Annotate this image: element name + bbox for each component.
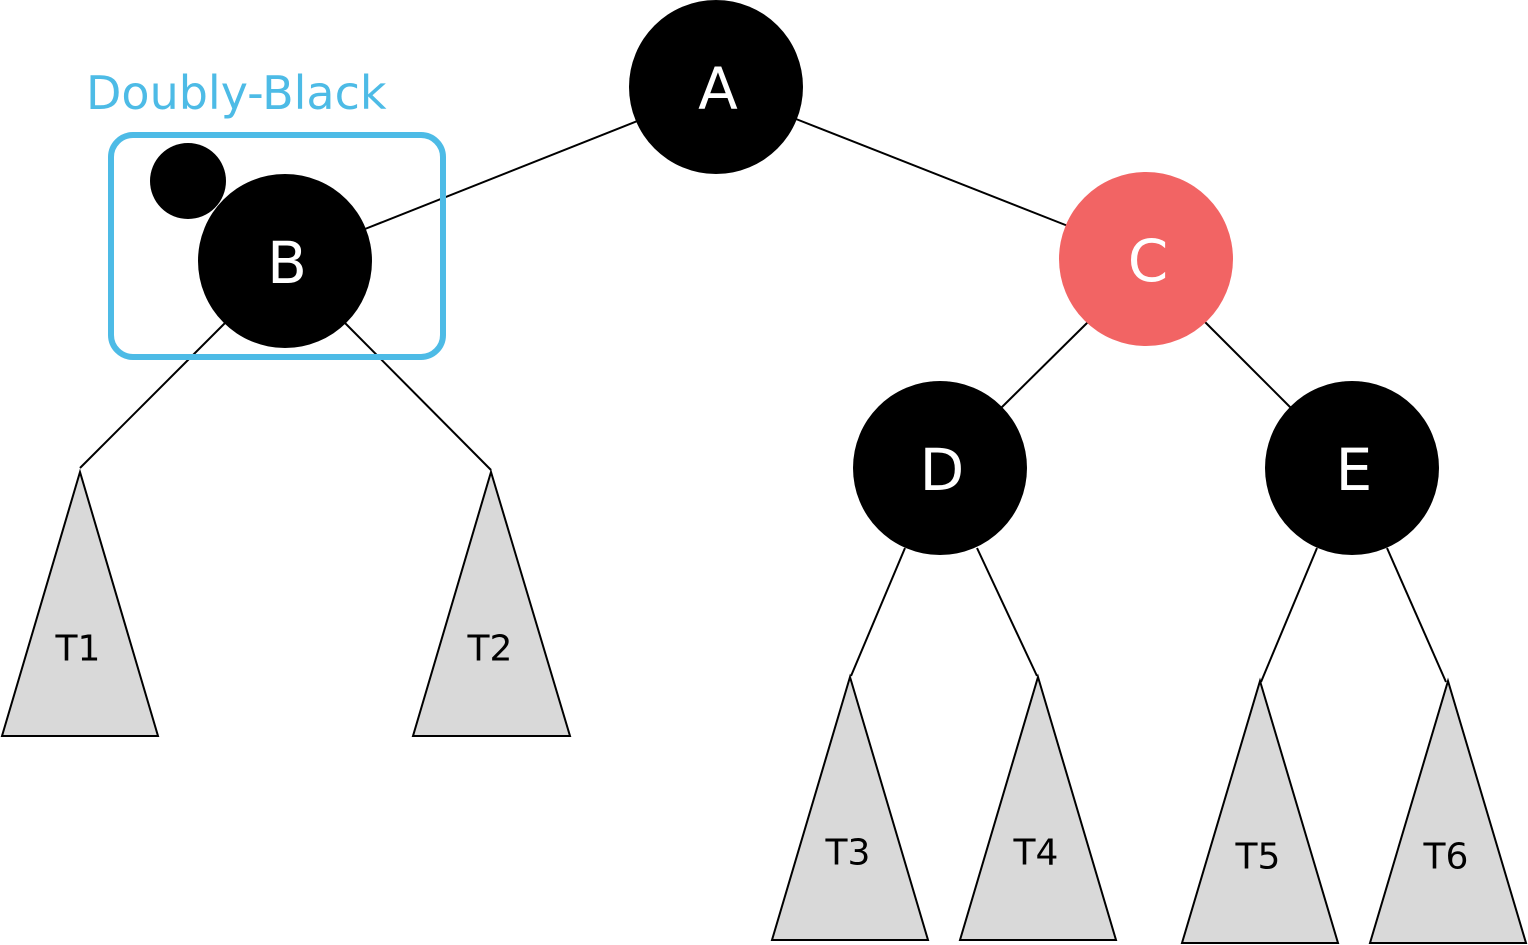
edge-e-t6: [1386, 547, 1447, 683]
subtree-label-t2: T2: [467, 629, 513, 670]
subtree-triangle: [0, 468, 160, 737]
edge-d-t4: [976, 547, 1038, 677]
subtree-t1: T1: [0, 468, 160, 737]
subtree-label-t3: T3: [825, 833, 871, 874]
node-e-label: E: [1336, 436, 1373, 504]
node-b-label: B: [267, 229, 307, 297]
edge-e-t5: [1260, 547, 1318, 683]
node-c-label: C: [1128, 227, 1169, 295]
subtree-t6: T6: [1368, 677, 1528, 944]
node-a: A: [629, 0, 803, 174]
subtree-triangle: [770, 673, 930, 941]
edge-b-t2: [344, 322, 492, 471]
node-d-circle: [853, 381, 1027, 555]
subtree-triangle: [411, 468, 572, 737]
node-a-label: A: [698, 55, 738, 123]
edge-a-c: [795, 118, 1069, 227]
subtree-t3: T3: [770, 673, 930, 941]
tree-edges: [79, 118, 1447, 683]
node-e: E: [1265, 381, 1439, 555]
subtree-label-t6: T6: [1423, 837, 1469, 878]
subtree-label-t4: T4: [1013, 833, 1059, 874]
node-c: C: [1059, 172, 1233, 346]
subtree-triangle: [958, 673, 1118, 941]
node-d-label: D: [920, 436, 965, 504]
doubly-black-highlight: Doubly-Black: [86, 66, 446, 360]
highlight-box: [108, 132, 446, 360]
subtree-t5: T5: [1180, 677, 1340, 944]
subtree-label-t1: T1: [55, 629, 101, 670]
edge-b-t1: [79, 322, 226, 469]
node-e-circle: [1265, 381, 1439, 555]
node-b-circle: [198, 174, 372, 348]
edge-c-d: [1000, 321, 1089, 409]
extra-black-token: [150, 143, 226, 219]
highlight-label: Doubly-Black: [86, 66, 387, 120]
node-c-circle: [1059, 172, 1233, 346]
node-b: B: [150, 143, 372, 348]
subtree-triangle: [1180, 677, 1340, 944]
edge-a-b: [364, 119, 641, 230]
edge-d-t3: [850, 547, 906, 677]
edge-c-e: [1204, 321, 1292, 409]
subtree-label-t5: T5: [1235, 837, 1281, 878]
node-d: D: [853, 381, 1027, 555]
subtree-t4: T4: [958, 673, 1118, 941]
subtree-triangle: [1368, 677, 1528, 944]
node-a-circle: [629, 0, 803, 174]
subtree-t2: T2: [411, 468, 572, 737]
